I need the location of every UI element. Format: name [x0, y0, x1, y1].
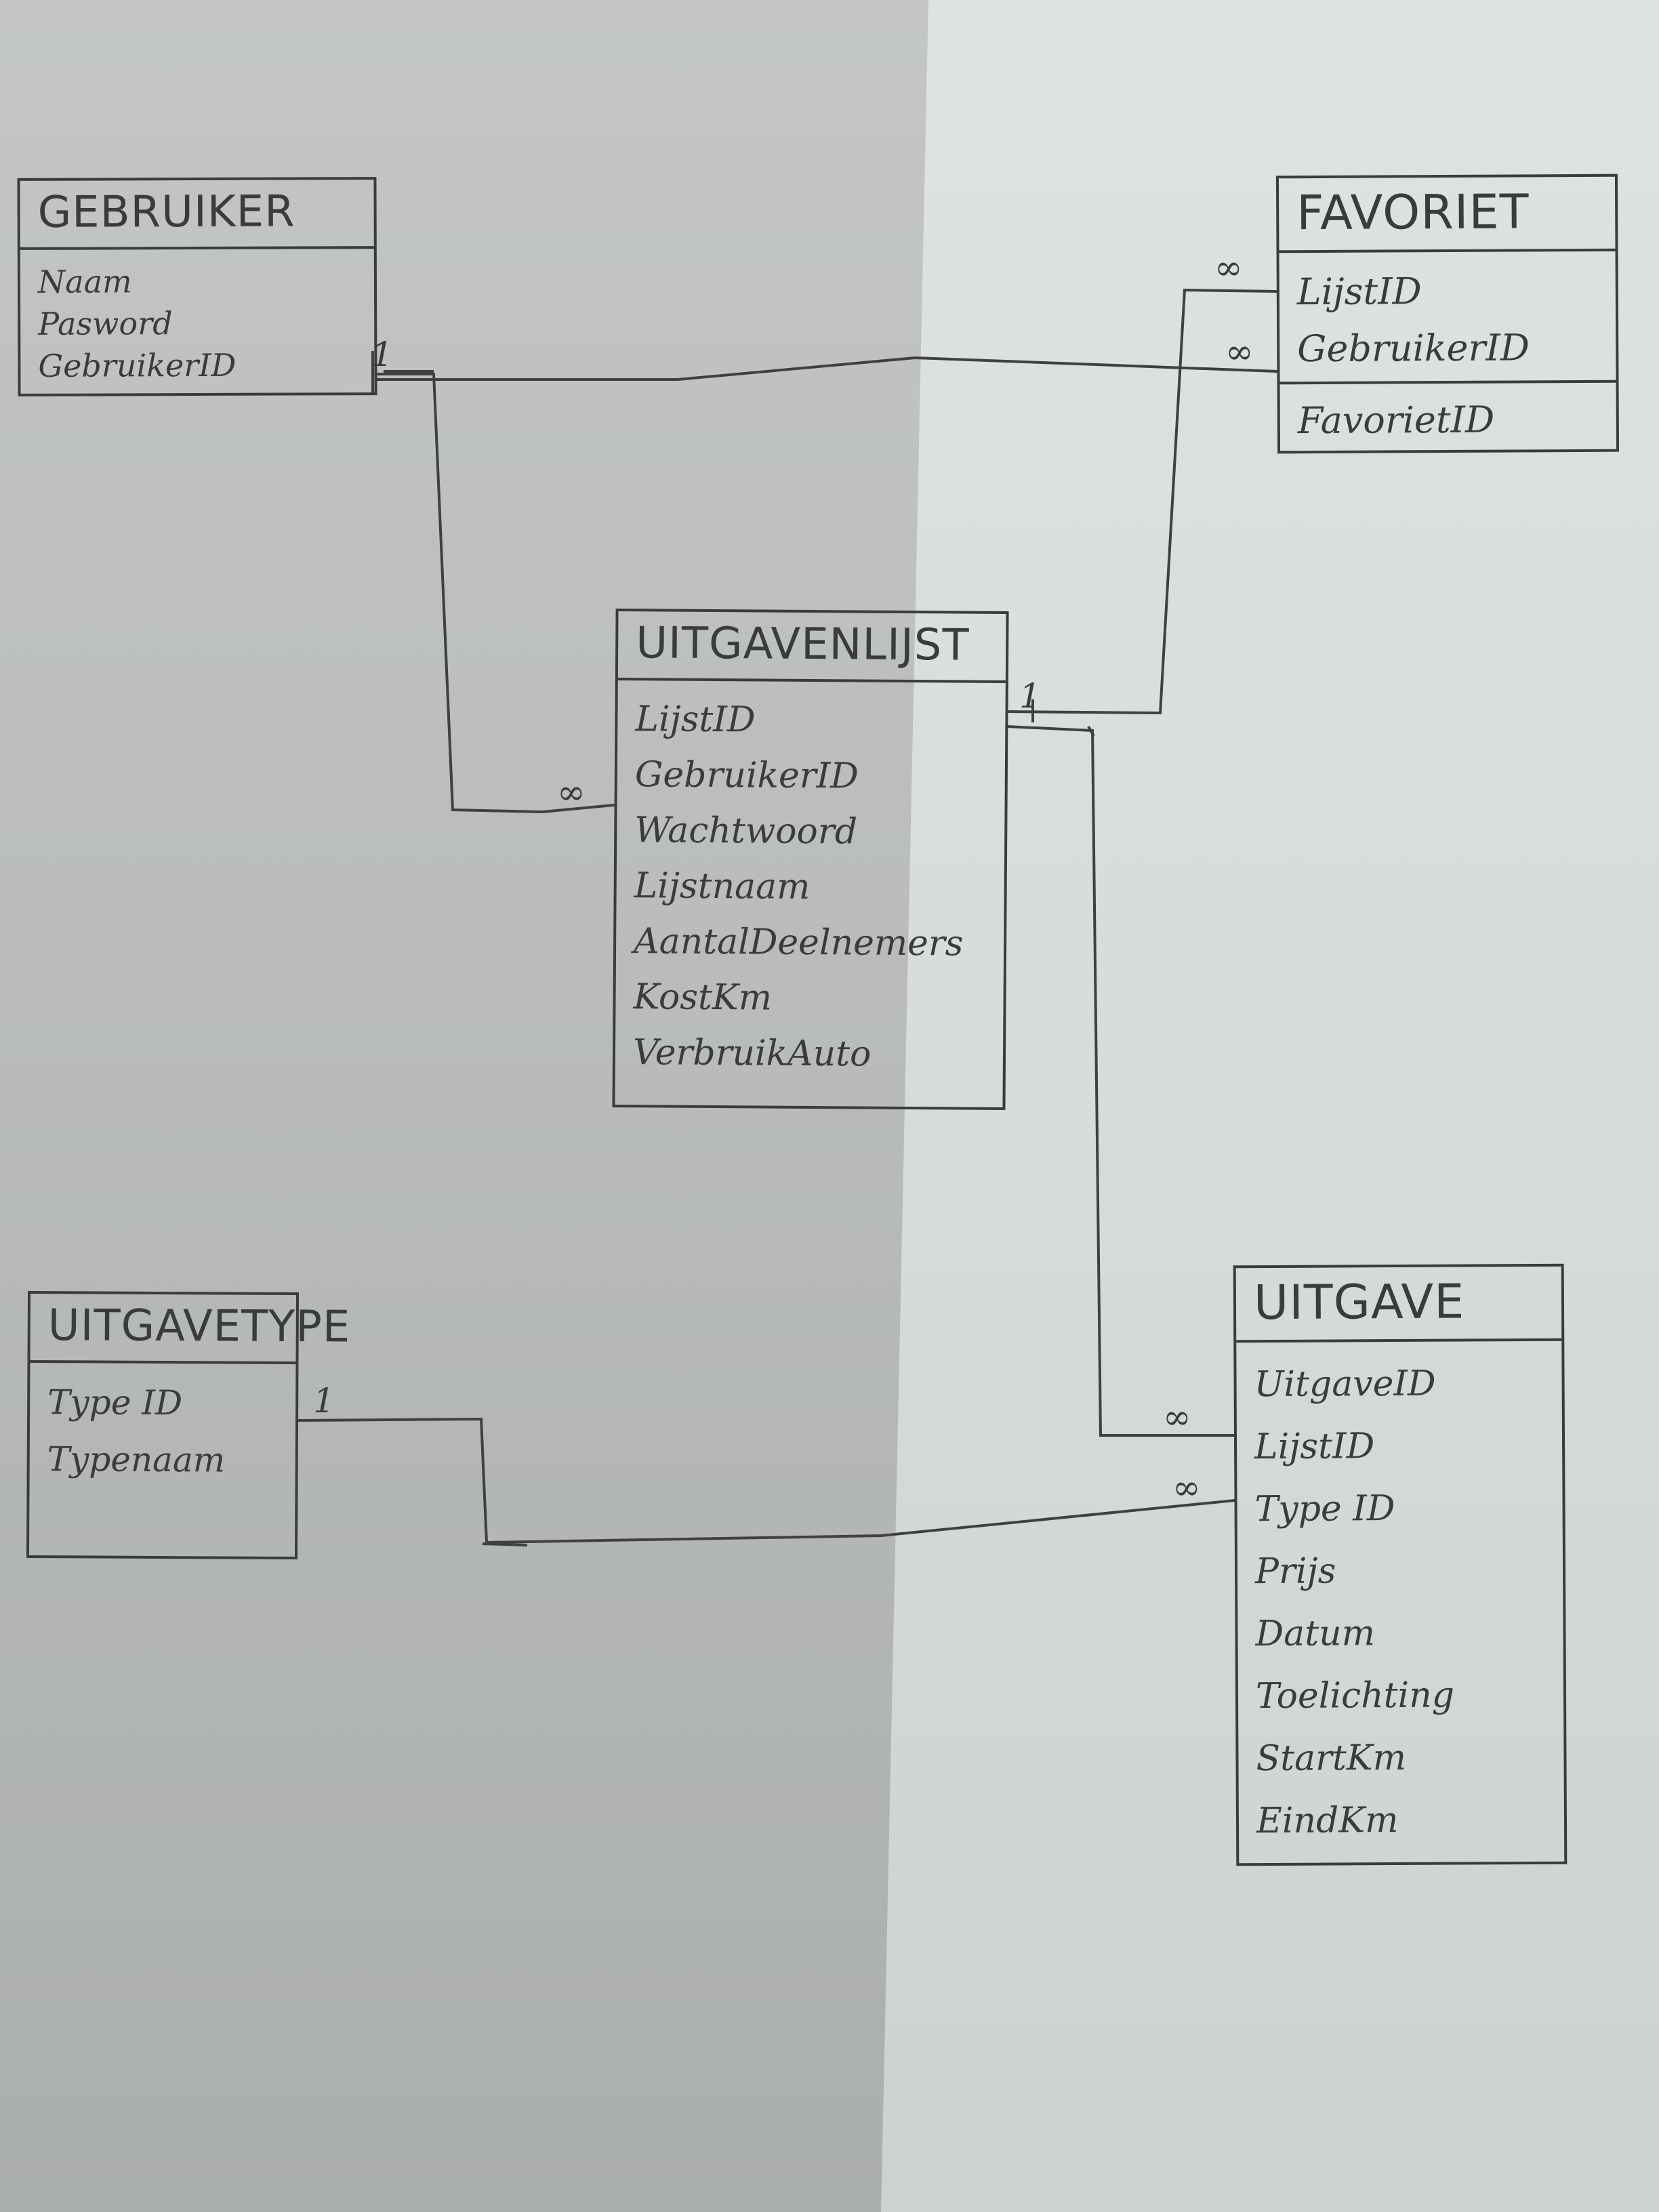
cardinality-many-uitgave-type: ∞ — [1172, 1468, 1201, 1507]
field-lijstid: LijstID — [1254, 1426, 1375, 1468]
entity-favoriet: FAVORIET LijstID GebruikerID FavorietID — [1275, 173, 1620, 454]
field-uitgaveid: UitgaveID — [1254, 1363, 1436, 1406]
paper-left-half — [0, 0, 928, 2212]
field-gebruikerid: GebruikerID — [634, 754, 859, 797]
cardinality-many-favoriet-lijst: ∞ — [1214, 248, 1243, 287]
field-favorietid: FavorietID — [1279, 380, 1617, 450]
relation-line-uitgavenlijst-favoriet — [1006, 288, 1278, 715]
field-verbruikauto: VerbruikAuto — [632, 1032, 872, 1075]
one-tick-uitgavenlijst-uitgave — [1087, 726, 1095, 737]
cardinality-one-gebruiker: 1 — [371, 335, 393, 374]
entity-uitgave: UITGAVE UitgaveID LijstID Type ID Prijs … — [1233, 1263, 1568, 1866]
cardinality-one-uitgavetype: 1 — [313, 1381, 335, 1420]
entity-gebruiker: GEBRUIKER Naam Pasword GebruikerID — [17, 177, 377, 396]
field-toelichting: Toelichting — [1255, 1675, 1455, 1717]
field-gebruikerid: GebruikerID — [1297, 326, 1530, 371]
cardinality-many-uitgavenlijst: ∞ — [557, 773, 586, 812]
field-datum: Datum — [1255, 1613, 1376, 1655]
field-gebruikerid: GebruikerID — [38, 346, 237, 384]
field-startkm: StartKm — [1256, 1737, 1407, 1780]
entity-title-uitgave: UITGAVE — [1235, 1266, 1562, 1343]
relation-line-gebruiker-favoriet — [375, 356, 1278, 381]
one-tick-uitgavetype — [482, 1542, 528, 1547]
paper-right-half — [881, 0, 1659, 2212]
entity-title-gebruiker: GEBRUIKER — [20, 180, 374, 250]
field-lijstid: LijstID — [1296, 270, 1422, 314]
field-aantaldeelnemers: AantalDeelnemers — [633, 921, 964, 964]
field-kostkm: KostKm — [633, 977, 773, 1019]
entity-title-uitgavenlijst: UITGAVENLIJST — [617, 611, 1006, 684]
field-typeid: Type ID — [1254, 1488, 1395, 1530]
field-wachtwoord: Wachtwoord — [634, 810, 858, 853]
entity-title-favoriet: FAVORIET — [1278, 176, 1616, 253]
relation-line-uitgavenlijst-uitgave — [1006, 725, 1236, 1437]
field-lijstid: LijstID — [635, 699, 756, 741]
field-list-gebruiker: Naam Pasword GebruikerID — [20, 249, 375, 398]
cardinality-one-uitgavenlijst: 1 — [1019, 676, 1041, 716]
entity-uitgavetype: UITGAVETYPE Type ID Typenaam — [26, 1290, 350, 1560]
field-list-favoriet: LijstID GebruikerID FavorietID — [1279, 251, 1617, 461]
field-typenaam: Typenaam — [47, 1439, 226, 1480]
field-pasword: Pasword — [38, 305, 173, 342]
field-lijstnaam: Lijstnaam — [634, 865, 811, 907]
cardinality-many-favoriet-gebruiker: ∞ — [1225, 332, 1254, 371]
field-prijs: Prijs — [1254, 1551, 1336, 1593]
field-eindkm: EindKm — [1256, 1800, 1399, 1842]
field-list-uitgavenlijst: LijstID GebruikerID Wachtwoord Lijstnaam… — [615, 680, 1006, 1094]
field-naam: Naam — [37, 263, 132, 300]
relation-line-uitgavetype-uitgave — [297, 1417, 1236, 1544]
field-list-uitgavetype: Type ID Typenaam — [29, 1363, 295, 1500]
entity-uitgavenlijst: UITGAVENLIJST LijstID GebruikerID Wachtw… — [612, 608, 1009, 1111]
cardinality-many-uitgave-lijst: ∞ — [1163, 1397, 1191, 1437]
field-list-uitgave: UitgaveID LijstID Type ID Prijs Datum To… — [1236, 1341, 1564, 1864]
relation-line-gebruiker-uitgavenlijst — [375, 373, 615, 814]
entity-title-uitgavetype: UITGAVETYPE — [30, 1293, 350, 1365]
field-typeid: Type ID — [47, 1382, 183, 1423]
